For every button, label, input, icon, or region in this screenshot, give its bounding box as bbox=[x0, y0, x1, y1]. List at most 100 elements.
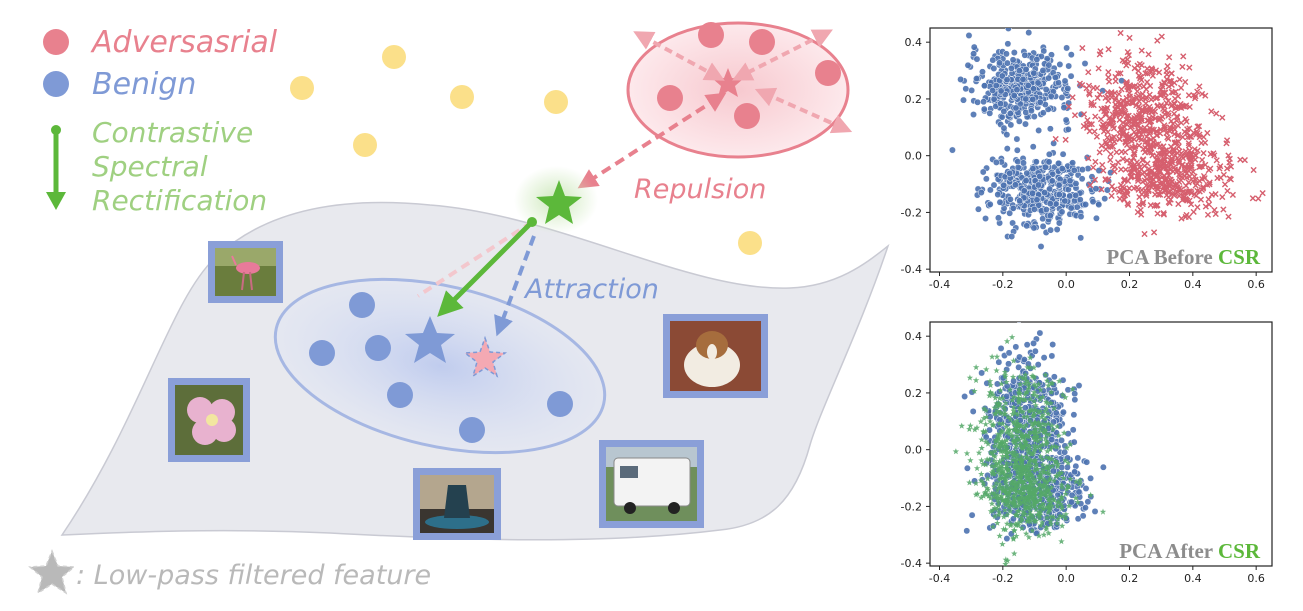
data-point bbox=[977, 189, 985, 196]
data-point bbox=[1096, 149, 1103, 156]
data-point bbox=[1024, 82, 1032, 90]
data-point bbox=[1047, 517, 1054, 525]
data-point bbox=[1156, 69, 1163, 76]
data-point bbox=[1152, 95, 1160, 102]
data-point bbox=[1168, 102, 1175, 110]
data-point bbox=[1105, 46, 1112, 53]
data-point bbox=[1019, 466, 1026, 473]
data-point bbox=[1038, 455, 1046, 462]
benign-point bbox=[349, 292, 375, 318]
data-point bbox=[1072, 180, 1080, 188]
data-point bbox=[1017, 477, 1025, 484]
data-point bbox=[1025, 504, 1032, 511]
data-point bbox=[1002, 479, 1009, 486]
data-point bbox=[1092, 214, 1100, 222]
data-point bbox=[1029, 143, 1037, 151]
data-point bbox=[998, 380, 1005, 387]
data-point bbox=[1029, 513, 1037, 520]
data-point bbox=[1010, 418, 1017, 425]
data-point bbox=[1012, 511, 1019, 518]
repulsion-arrow bbox=[577, 92, 727, 189]
data-point bbox=[1143, 133, 1150, 140]
data-point bbox=[1142, 138, 1149, 146]
data-point bbox=[1138, 191, 1145, 198]
data-point bbox=[1023, 441, 1030, 448]
data-point bbox=[1009, 456, 1017, 463]
data-point bbox=[1003, 423, 1010, 430]
data-point bbox=[1166, 54, 1173, 61]
data-point bbox=[1075, 382, 1083, 389]
data-point bbox=[1018, 430, 1025, 437]
data-point bbox=[991, 404, 998, 411]
data-point bbox=[1049, 341, 1057, 348]
y-tick-label: 0.0 bbox=[905, 150, 923, 163]
data-point bbox=[991, 447, 999, 454]
data-point bbox=[1007, 121, 1015, 129]
plot-title: PCA After CSR bbox=[1119, 539, 1261, 563]
data-point bbox=[994, 437, 1001, 444]
data-point bbox=[1011, 461, 1018, 468]
data-point bbox=[989, 56, 997, 64]
data-point bbox=[1043, 514, 1051, 521]
data-point bbox=[986, 109, 994, 117]
data-point bbox=[1079, 166, 1086, 174]
data-point bbox=[1019, 464, 1027, 471]
data-point bbox=[1144, 171, 1151, 178]
data-point bbox=[1037, 407, 1044, 415]
x-tick-label: -0.4 bbox=[929, 572, 950, 585]
data-point bbox=[986, 200, 994, 208]
data-point bbox=[909, 128, 915, 134]
data-point bbox=[1138, 108, 1145, 115]
data-point bbox=[1002, 452, 1010, 459]
data-point bbox=[1081, 60, 1089, 67]
data-point bbox=[1046, 455, 1053, 462]
data-point bbox=[1054, 423, 1061, 430]
data-point bbox=[1050, 513, 1057, 520]
data-point bbox=[1036, 396, 1044, 403]
data-point bbox=[1204, 211, 1212, 218]
data-point bbox=[1197, 163, 1204, 170]
data-point bbox=[1055, 181, 1063, 189]
data-point bbox=[1120, 103, 1127, 110]
data-point bbox=[1166, 77, 1173, 84]
data-point bbox=[1144, 138, 1151, 145]
data-point bbox=[1168, 70, 1175, 77]
data-point bbox=[1015, 363, 1023, 371]
data-point bbox=[1061, 77, 1069, 85]
data-point bbox=[1153, 202, 1160, 209]
data-point bbox=[996, 465, 1004, 472]
data-point bbox=[1012, 343, 1020, 351]
data-point bbox=[1035, 409, 1042, 416]
data-point bbox=[1086, 128, 1093, 135]
data-point bbox=[1156, 180, 1163, 187]
data-point bbox=[1023, 341, 1031, 349]
data-point bbox=[1039, 519, 1046, 526]
data-point bbox=[1000, 124, 1008, 132]
data-point bbox=[1017, 408, 1024, 415]
data-point bbox=[1036, 508, 1043, 515]
data-point bbox=[1066, 192, 1074, 200]
data-point bbox=[986, 186, 994, 194]
data-point bbox=[1097, 48, 1104, 55]
data-point bbox=[1197, 196, 1205, 203]
data-point bbox=[1039, 461, 1046, 468]
data-point bbox=[975, 449, 983, 456]
data-point bbox=[1069, 94, 1076, 101]
data-point bbox=[1037, 452, 1044, 459]
data-point bbox=[1003, 520, 1011, 527]
data-point bbox=[1016, 404, 1024, 411]
data-point bbox=[995, 358, 1003, 366]
data-point bbox=[1003, 459, 1010, 466]
data-point bbox=[1223, 140, 1230, 147]
data-point bbox=[1103, 140, 1110, 148]
data-point bbox=[1117, 111, 1124, 118]
data-point bbox=[1045, 486, 1052, 493]
data-point bbox=[1002, 496, 1009, 503]
data-point bbox=[1165, 135, 1172, 142]
data-point bbox=[1121, 124, 1128, 131]
data-point bbox=[977, 418, 985, 425]
data-point bbox=[997, 475, 1004, 482]
data-point bbox=[1044, 448, 1051, 455]
data-point bbox=[1194, 147, 1201, 154]
